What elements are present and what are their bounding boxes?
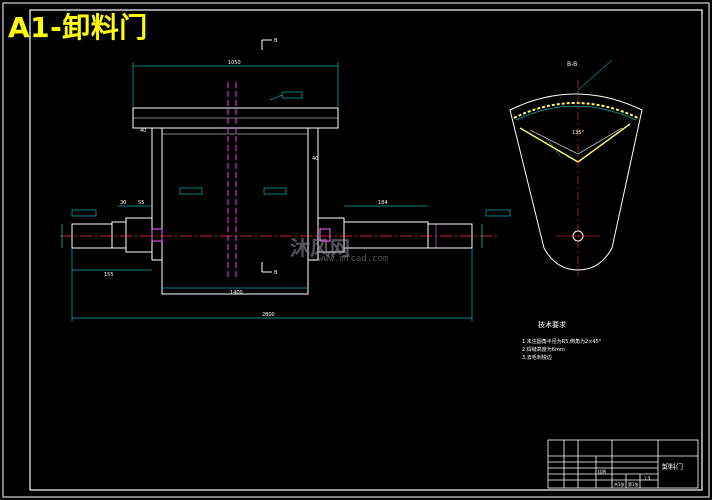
watermark-brand: 沐风网	[290, 236, 350, 260]
title-block-part-name: 卸料门	[662, 463, 683, 471]
left-shaft	[111, 221, 127, 249]
section-label: B-B	[567, 61, 577, 68]
notes-title: 技术要求	[538, 321, 566, 329]
dim-center: 1400	[230, 290, 243, 296]
title-block	[547, 439, 699, 489]
title-block-cell: 1:5	[644, 476, 651, 481]
main-view	[60, 39, 511, 322]
dimension-texts: 1050 1400 2800 155 184 30 55 40 40 135° …	[104, 38, 585, 318]
section-view	[509, 59, 643, 276]
right-bearing	[319, 228, 331, 242]
dim-left-stub: 155	[104, 272, 114, 278]
dim-left-flange: 40	[140, 128, 146, 134]
right-shaft	[343, 221, 429, 249]
cut-mark-top: B	[274, 38, 278, 44]
dim-right-flange: 40	[312, 156, 318, 162]
dim-left-collar: 30	[120, 200, 126, 206]
sector-outline	[509, 93, 643, 271]
dim-overall: 2800	[262, 312, 275, 318]
title-block-cell: 比例	[598, 469, 606, 474]
title-block-cell: 第1张	[628, 482, 639, 487]
dim-right-shaft: 184	[378, 200, 388, 206]
main-box	[161, 127, 309, 295]
note-item: 1.未注圆角半径为R5,倒角为2×45°	[522, 339, 602, 345]
dim-center-angle: 135°	[572, 130, 585, 136]
inner-frame	[29, 9, 703, 491]
note-item: 3.去毛刺锐边	[522, 355, 552, 361]
left-side-plate	[151, 127, 163, 261]
left-shaft-collar	[125, 217, 153, 253]
dim-top: 1050	[228, 60, 241, 66]
title-block-cell: 共1张	[614, 482, 625, 487]
note-item: 2.焊缝高度为6mm	[522, 347, 565, 353]
drawing-title: A1-卸料门	[8, 11, 148, 44]
watermark-url: www.mfcad.com	[318, 254, 389, 264]
dim-left-collar2: 55	[138, 200, 144, 206]
left-bearing	[151, 228, 163, 242]
cut-mark-bottom: B	[274, 270, 278, 276]
